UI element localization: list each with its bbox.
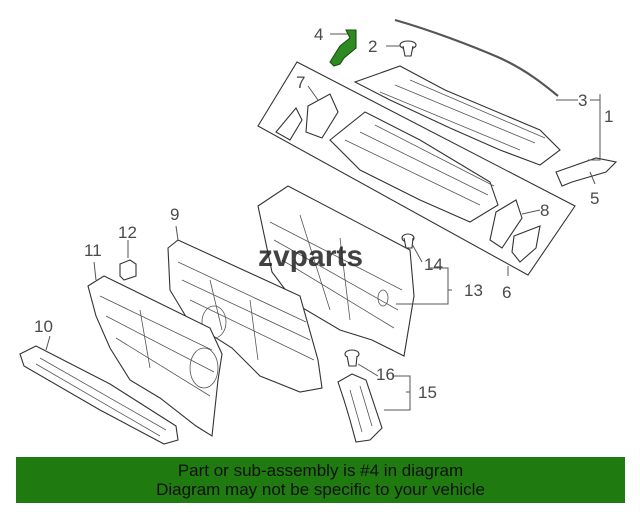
callout-3: 3	[578, 91, 587, 110]
bracket-part-7	[305, 93, 339, 139]
cowl-top-panel	[353, 65, 561, 166]
highlighted-part-4	[329, 29, 357, 67]
leader-lines	[45, 33, 601, 411]
callout-15: 15	[418, 383, 437, 402]
weatherstrip-part-3	[394, 18, 559, 97]
callout-11: 11	[84, 241, 102, 260]
parts-diagram: 4 2 3 1 5 7 8 6 9 12 11 10 14 13 16 15 z…	[19, 18, 618, 445]
callout-14: 14	[424, 255, 443, 274]
callout-2: 2	[368, 37, 377, 56]
callout-16: 16	[376, 365, 395, 384]
clip-part-14	[401, 233, 415, 249]
bracket-part-8	[489, 199, 523, 249]
block-part-12	[119, 259, 137, 281]
banner-line-2: Diagram may not be specific to your vehi…	[156, 480, 485, 499]
cowl-lower-panel	[329, 111, 499, 223]
info-banner: Part or sub-assembly is #4 in diagram Di…	[16, 457, 625, 503]
dash-silencer-part-9	[167, 239, 323, 393]
callout-10: 10	[34, 317, 53, 336]
callout-7: 7	[296, 73, 305, 92]
bracket-part-5	[555, 157, 618, 187]
callout-8: 8	[540, 201, 549, 220]
callout-4: 4	[314, 25, 323, 44]
watermark-logo: zvparts	[258, 240, 363, 273]
callout-1: 1	[604, 107, 613, 126]
insulator-part-11	[87, 275, 223, 437]
duct-part-15	[337, 373, 383, 443]
banner-line-1: Part or sub-assembly is #4 in diagram	[177, 461, 464, 480]
clip-part-16	[344, 349, 360, 367]
callout-13: 13	[464, 281, 483, 300]
callout-6: 6	[502, 283, 511, 302]
reinforcement-part-10	[19, 345, 179, 445]
callout-9: 9	[170, 205, 179, 224]
callout-5: 5	[590, 189, 599, 208]
cowl-group-outline	[257, 61, 576, 276]
dash-insulator-part-13	[257, 185, 415, 357]
clip-part-2	[399, 40, 417, 57]
callout-12: 12	[118, 223, 137, 242]
